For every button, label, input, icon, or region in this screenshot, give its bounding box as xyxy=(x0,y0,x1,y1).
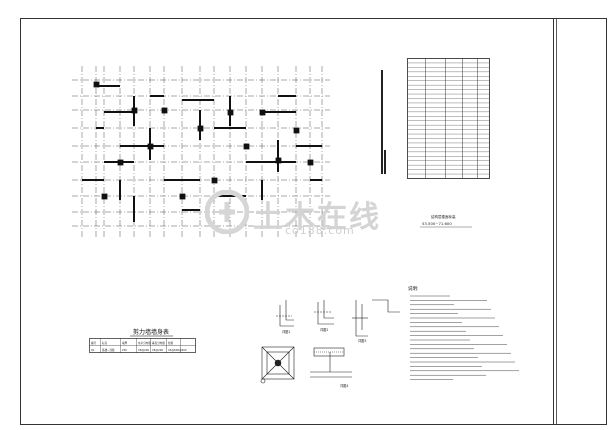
wall-table-cell: C6@600@600 xyxy=(168,348,187,352)
floor-elevation-table: 结构层楼面标高 53.500~71.600 xyxy=(381,58,490,228)
detail-label: 详图2 xyxy=(320,327,328,332)
wall-table-cell: 基础~顶板 xyxy=(102,348,115,352)
wall-table-title: 剪力墙墙身表 xyxy=(133,328,169,336)
wall-table-cell: Q1 xyxy=(91,348,95,352)
general-notes: 说明: xyxy=(408,285,519,380)
watermark-text: 土木在线 xyxy=(253,200,381,235)
wall-table-cell: C8@200 xyxy=(138,348,149,352)
wall-table-header-cell: 拉筋 xyxy=(168,341,174,345)
column-detail xyxy=(261,346,295,380)
watermark: 土木在线 co188.com xyxy=(205,190,435,240)
wall-table-header-cell: 垂直分布筋 xyxy=(152,341,165,345)
wall-table-cell: 250 xyxy=(122,348,127,352)
wall-table-header-cell: 墙厚 xyxy=(122,341,128,345)
shear-wall-plan xyxy=(82,81,322,222)
wall-schedule: 剪力墙墙身表 编号 标高 墙厚 水平分布筋垂直分布筋拉筋 Q1 基础~顶板 250 C8@20… xyxy=(89,328,196,353)
section-band xyxy=(381,70,383,174)
section-label: 结构层楼面标高 xyxy=(431,214,456,219)
wall-table-header-cell: 水平分布筋 xyxy=(138,341,151,345)
watermark-sub: co188.com xyxy=(285,224,355,237)
watermark-logo-icon xyxy=(205,190,249,234)
notes-title: 说明: xyxy=(408,285,419,292)
detail-drawings xyxy=(260,299,400,384)
wall-table-header-cell: 标高 xyxy=(102,341,108,345)
wall-table-cell: C8@200 xyxy=(152,348,163,352)
wall-table-header-cell: 编号 xyxy=(91,341,97,345)
detail-label: 详图4 xyxy=(340,383,348,388)
detail-label: 详图3 xyxy=(358,338,366,343)
detail-label: 详图1 xyxy=(282,329,290,334)
section-range: 53.500~71.600 xyxy=(422,221,452,226)
sheet-border-outer xyxy=(20,18,607,425)
